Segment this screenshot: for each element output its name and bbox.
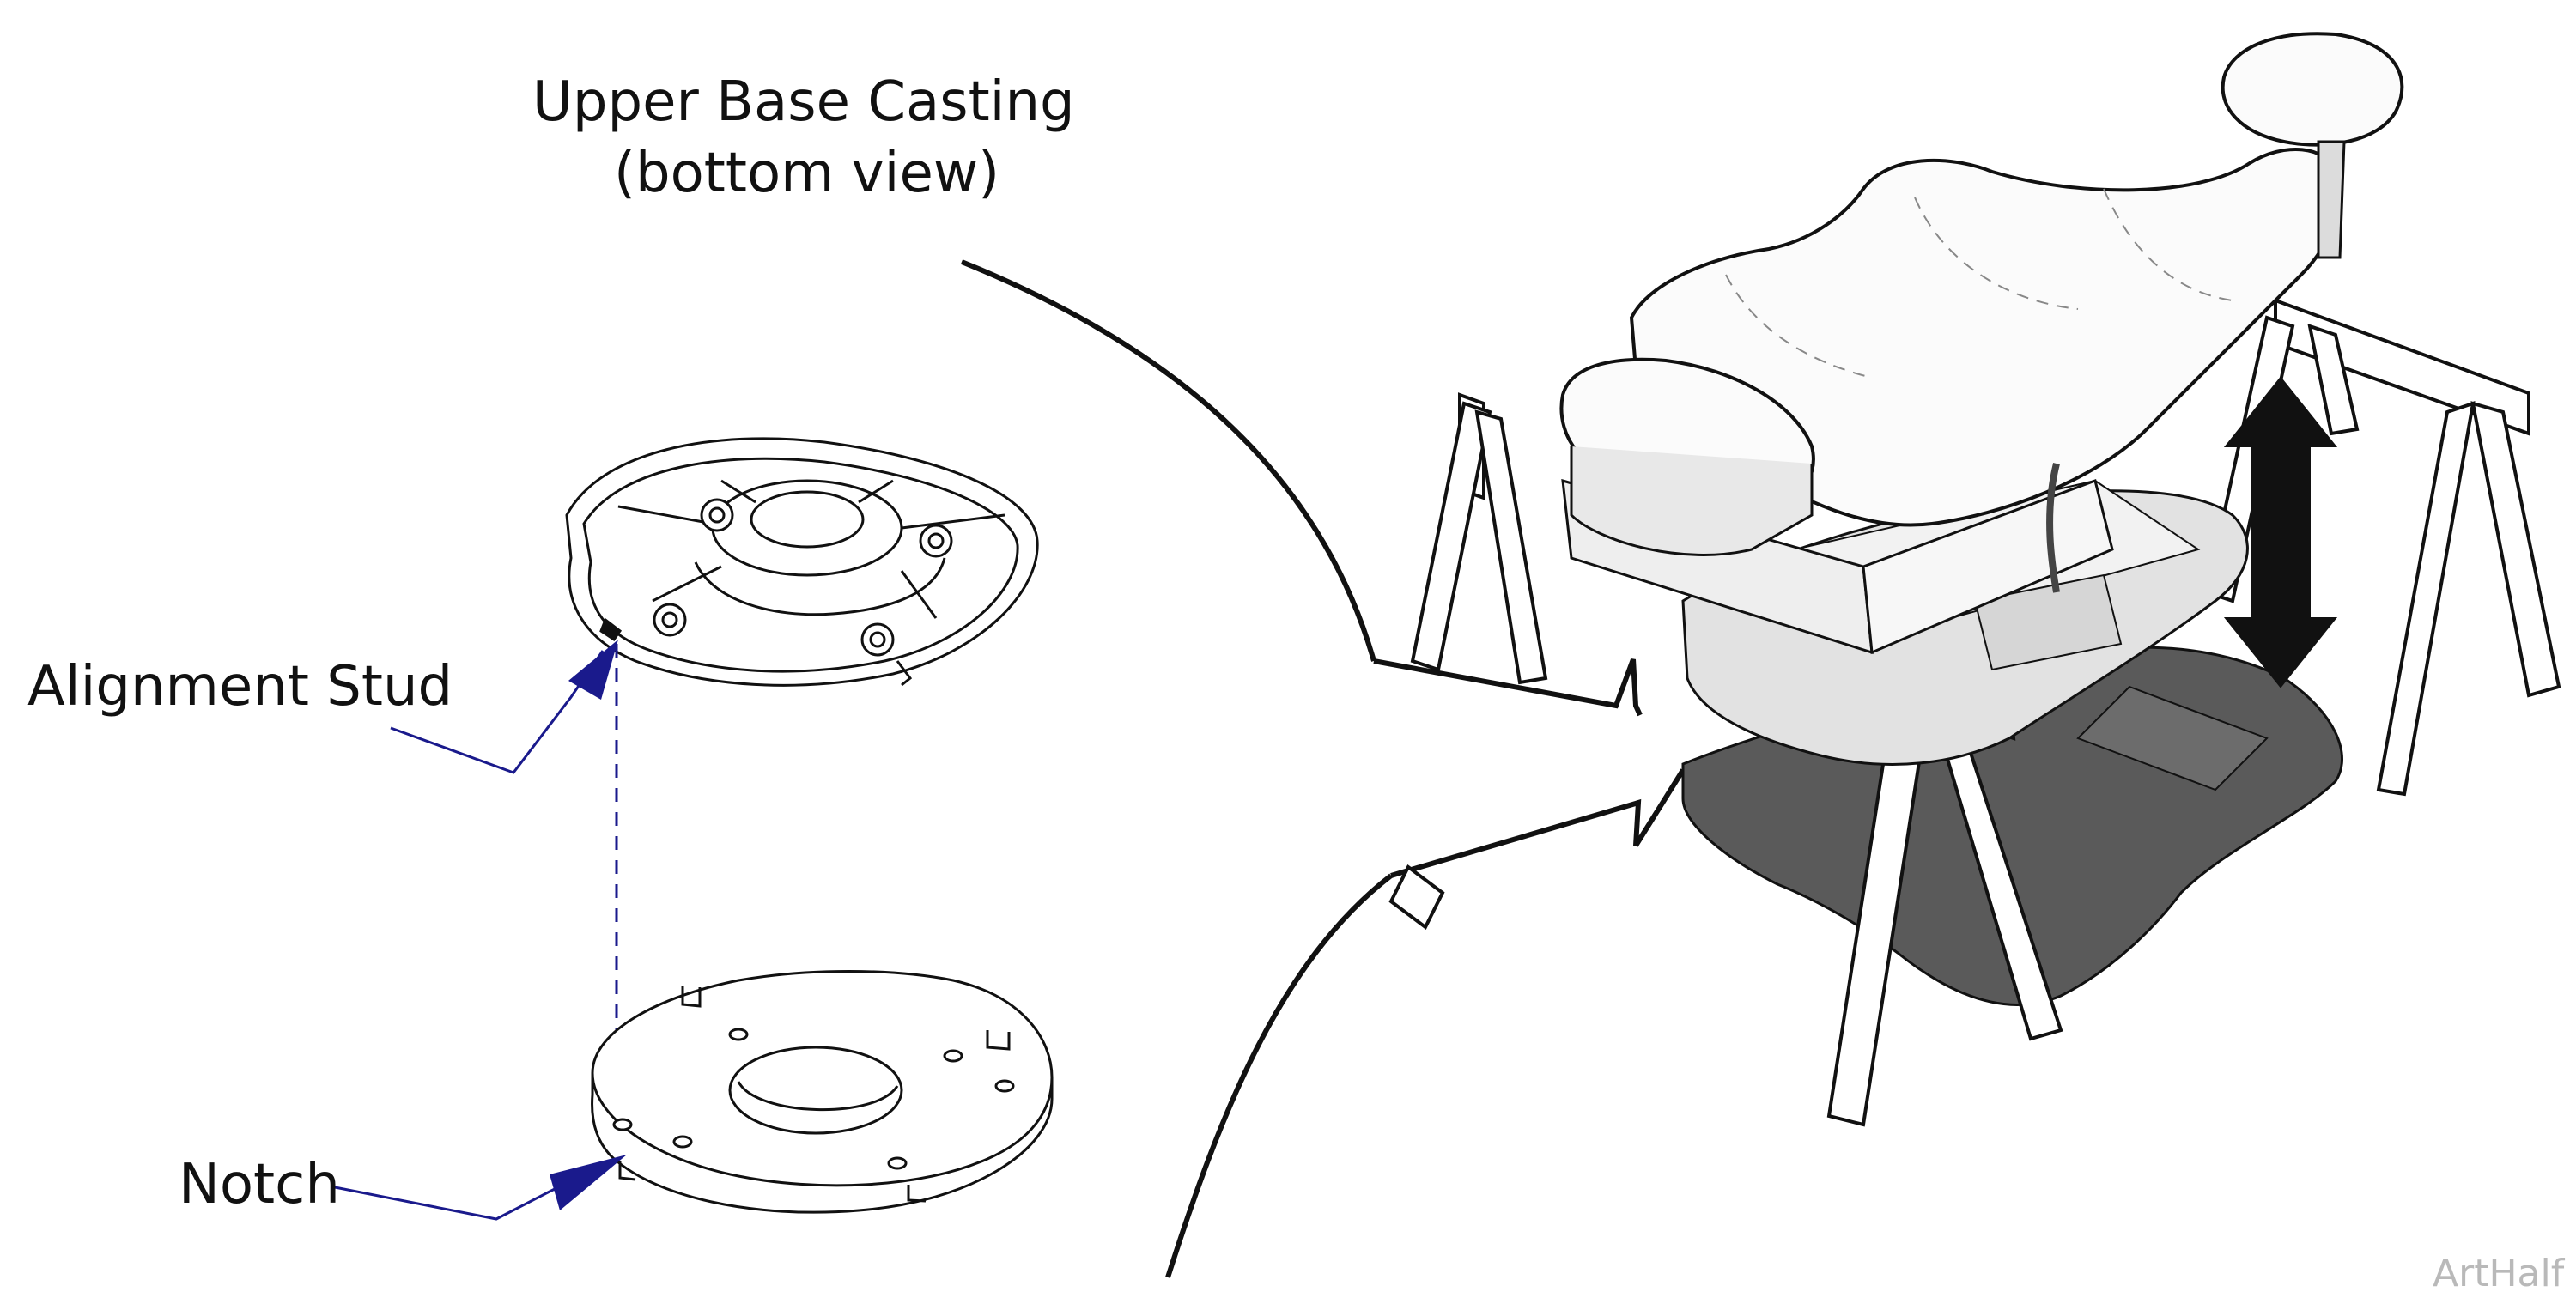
alignment-stud-label: Alignment Stud <box>27 655 453 719</box>
notch-label: Notch <box>179 1153 340 1216</box>
sawhorse-front-left <box>1388 392 1548 931</box>
headrest <box>2221 32 2404 147</box>
callout-title-line2: (bottom view) <box>614 142 1000 205</box>
callout-pointer <box>1373 658 1686 878</box>
watermark: ArtHalf <box>2433 1252 2565 1295</box>
notch-leader <box>334 1155 627 1221</box>
lower-plate <box>591 970 1054 1214</box>
dental-chair-assembly <box>1388 32 2561 1127</box>
lift-direction-arrow <box>2223 376 2338 688</box>
alignment-stud-leader <box>390 640 618 774</box>
sawhorse-rear <box>2204 298 2561 797</box>
callout-title-line1: Upper Base Casting <box>532 70 1075 134</box>
upper-base-casting <box>565 437 1039 687</box>
callout-boundary <box>960 259 1393 1278</box>
